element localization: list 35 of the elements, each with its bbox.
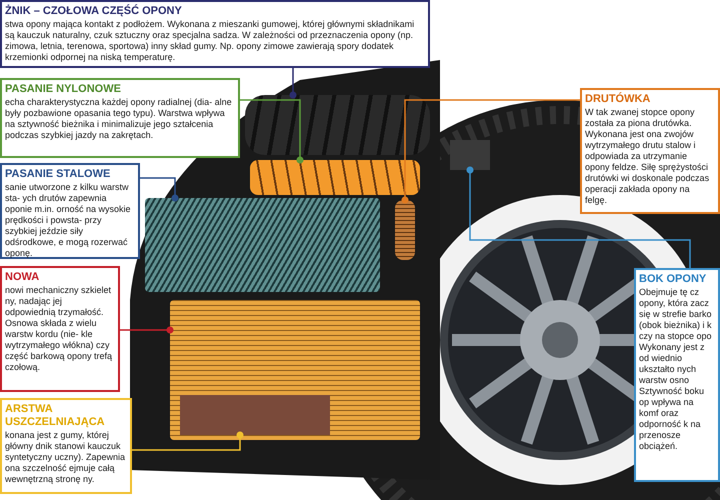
callout-box xyxy=(0,398,132,494)
bead-wire xyxy=(395,200,415,260)
callout-text: Obejmuje tę cz opony, która zacz się w strefie barko (obok bieżnika) i k czy na stopce opo Wykonany jest z od wiednio ukształto nych warstw osno Sztywność boku op wpływa na komf oraz odporność k na przenosze obciążeń. xyxy=(639,287,713,452)
callout-box xyxy=(0,266,120,392)
leader-line xyxy=(466,166,691,268)
carcass-layer xyxy=(170,300,420,440)
leader-line xyxy=(290,68,296,98)
inner-liner-layer xyxy=(180,395,330,435)
callout-text: sanie utworzone z kilku warstw sta- ych drutów zapewnia oponie m.in. orność na wysokie prędkości i powsta- przy szybkiej jeździe siły odśrodkowe, e mogą rozerwać oponę. xyxy=(5,182,132,259)
callout-box xyxy=(580,88,720,214)
tread-section xyxy=(245,95,430,155)
callout-box xyxy=(0,163,140,259)
callout-heading: BOK OPONY xyxy=(639,273,708,286)
callout-heading: NOWA xyxy=(5,271,40,284)
nylon-belt-layer xyxy=(250,160,420,195)
callout-box xyxy=(0,0,430,68)
callout-heading: PASANIE STALOWE xyxy=(5,168,112,181)
leader-line xyxy=(120,326,174,334)
callout-text: W tak zwanej stopce opony została za piona drutówka. Wykonana jest ona zwojów wytrzymałego drutu stalow i odpowiada za utrzymanie opony feldze. Siłę sprężystości drutówki wi doskonale podczas operacji zakłada opony na felgę. xyxy=(585,107,710,206)
callout-text: nowi mechaniczny szkielet ny, nadając jej odpowiednią trzymałość. Osnowa składa z wielu warstw kordu (nie- kle wytrzymałego włókna) czy część barkową opony trefą czołową. xyxy=(5,285,114,373)
leader-line xyxy=(402,99,580,204)
leader-line xyxy=(140,177,178,202)
callout-box xyxy=(634,268,720,482)
sidewall-section xyxy=(450,140,490,170)
callout-text: konana jest z gumy, której główny dnik stanowi kauczuk syntetyczny uczny). Zapewnia ona szczelność ejmuje całą wewnętrzną stronę ny. xyxy=(5,430,126,485)
callout-text: echa charakterystyczna każdej opony radialnej (dia- alne były pozbawione opasania tego typu). Warstwa wpływa na sztywność bieżnika i minimalizuje jego ształcenia podczas szybkiej jazdy na zakrętach. xyxy=(5,97,233,141)
callout-heading: ŻNIK – CZOŁOWA CZĘŚĆ OPONY xyxy=(5,5,183,18)
callout-text: stwa opony mająca kontakt z podłożem. Wykonana z mieszanki gumowej, której głównymi składnikami są kauczuk naturalny, czuk sztuczny oraz specjalna sadza. W zależności od przeznaczenia opony (np. zimowa, letnia, terenowa, sportowa) inny skład gumy. Np. opony zimowe zawierają spory dodatek krzemionki odpornej na niską temperaturę. xyxy=(5,19,416,63)
leader-line xyxy=(132,432,244,451)
callout-box xyxy=(0,78,240,158)
leader-line xyxy=(240,99,304,164)
callout-heading: PASANIE NYLONOWE xyxy=(5,83,122,96)
callout-heading: DRUTÓWKA xyxy=(585,93,652,106)
callout-heading: ARSTWA USZCZELNIAJĄCA xyxy=(5,403,106,429)
steel-belt-layer xyxy=(145,198,380,292)
